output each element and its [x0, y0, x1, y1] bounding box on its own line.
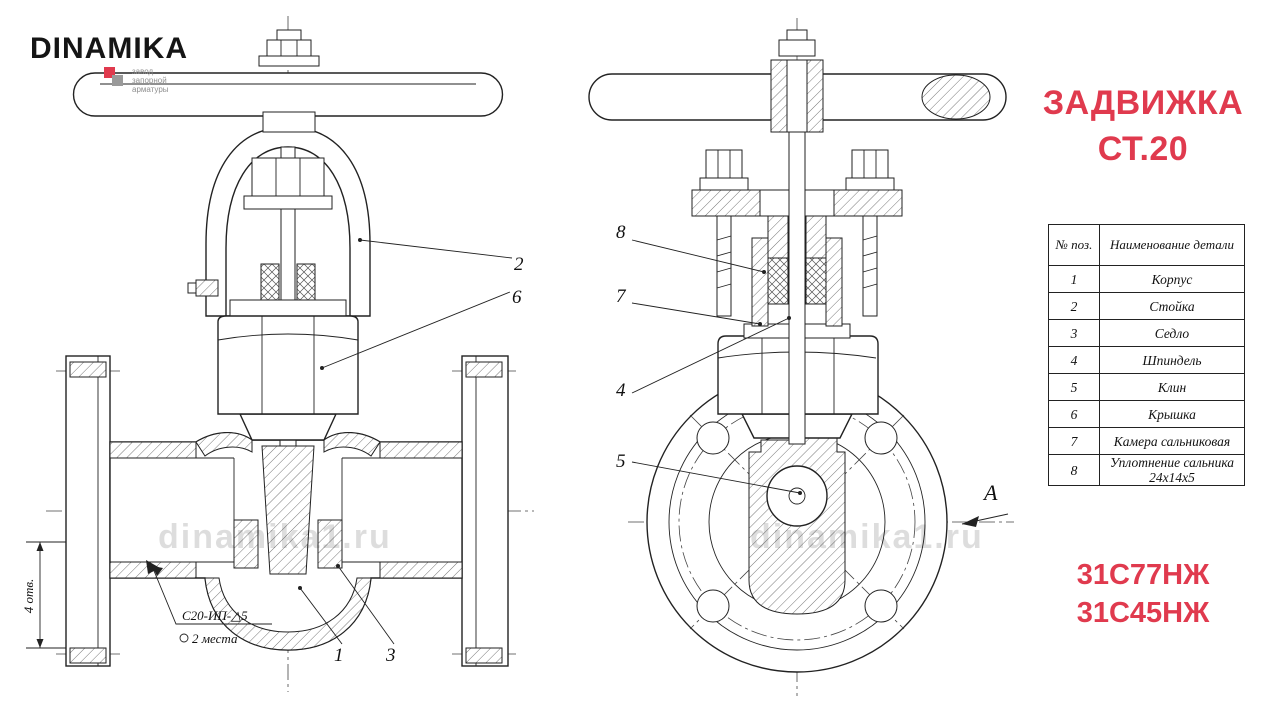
bolt-hole: [696, 589, 730, 623]
brand-name: DINAMIKA: [30, 32, 188, 65]
parts-table: № поз. Наименование детали 1 Корпус 2 Ст…: [1048, 224, 1245, 486]
logo-gray-square: [112, 75, 123, 86]
part-name-cell: Крышка: [1099, 400, 1245, 428]
watermark-left: dinamika1.ru: [158, 518, 392, 556]
part-pos-cell: 8: [1048, 454, 1100, 486]
yoke-stand: [187, 126, 371, 317]
part-name-cell: Уплотнение сальника 24х14х5: [1099, 454, 1245, 486]
part-name-cell: Шпиндель: [1099, 346, 1245, 374]
bonnet-neck: [238, 413, 338, 441]
callout-packing: 8: [616, 222, 626, 243]
gland-assembly: [691, 149, 903, 317]
part-pos-cell: 1: [1048, 265, 1100, 293]
wedge-front: [261, 445, 315, 575]
table-header-row: № поз. Наименование детали: [1048, 224, 1245, 266]
table-row: 8 Уплотнение сальника 24х14х5: [1048, 454, 1245, 486]
view-label: А: [982, 480, 998, 505]
view-arrow: А: [961, 480, 1009, 527]
model-number-2: 31С45НЖ: [1076, 597, 1210, 629]
right-flange: [461, 355, 509, 667]
callout-chamber: 7: [616, 286, 627, 307]
brand-logo: DINAMIKA завод запорной арматуры: [30, 32, 188, 94]
packing-seal: [805, 257, 827, 305]
model-numbers: 31С77НЖ 31С45НЖ: [1040, 556, 1246, 632]
callout-seat: 3: [385, 645, 396, 666]
seat-left: [233, 519, 259, 569]
callout-stand: 2: [514, 254, 524, 275]
part-pos-cell: 2: [1048, 292, 1100, 320]
product-title-block: ЗАДВИЖКА СТ.20: [1040, 80, 1246, 172]
model-number-1: 31С77НЖ: [1076, 559, 1210, 591]
handwheel-side: [588, 29, 1007, 133]
packing-seal: [767, 257, 789, 305]
part-name-cell: Стойка: [1099, 292, 1245, 320]
spindle-stem: [788, 131, 806, 445]
part-pos-cell: 3: [1048, 319, 1100, 347]
logo-red-square: [104, 67, 115, 78]
weld-places-label: 2 места: [192, 631, 238, 646]
table-row: 6 Крышка: [1048, 400, 1245, 428]
callout-wedge: 5: [616, 451, 626, 472]
product-title: ЗАДВИЖКА: [1042, 84, 1244, 122]
part-pos-cell: 5: [1048, 373, 1100, 401]
watermark-right: dinamika1.ru: [750, 518, 984, 556]
part-name-cell: Клин: [1099, 373, 1245, 401]
valve-side-view: А 8 7 4 5 dinamika1.ru: [588, 18, 1014, 696]
table-row: 2 Стойка: [1048, 292, 1245, 320]
callout-body: 1: [334, 645, 344, 666]
header-pos: № поз.: [1048, 224, 1100, 266]
logo-mark: [104, 67, 126, 89]
wedge-side: [748, 427, 846, 615]
part-pos-cell: 4: [1048, 346, 1100, 374]
callout-cover: 6: [512, 287, 522, 308]
table-row: 1 Корпус: [1048, 265, 1245, 293]
tagline-line: завод: [132, 67, 154, 76]
table-row: 3 Седло: [1048, 319, 1245, 347]
brand-tagline: завод запорной арматуры: [132, 67, 169, 94]
union-nut-cover: [217, 315, 359, 415]
tagline-line: запорной: [132, 76, 167, 85]
bolt-hole: [696, 421, 730, 455]
table-row: 7 Камера сальниковая: [1048, 427, 1245, 455]
part-pos-cell: 7: [1048, 427, 1100, 455]
holes-dimension: 4 отв.: [21, 541, 66, 649]
seat-right: [317, 519, 343, 569]
bolt-hole: [864, 589, 898, 623]
table-row: 4 Шпиндель: [1048, 346, 1245, 374]
tagline-line: арматуры: [132, 85, 169, 94]
holes-count-label: 4 отв.: [21, 579, 36, 614]
part-pos-cell: 6: [1048, 400, 1100, 428]
part-name-cell: Корпус: [1099, 265, 1245, 293]
bolt-hole: [864, 421, 898, 455]
stuffing-box: [743, 215, 851, 339]
product-grade: СТ.20: [1097, 130, 1189, 168]
header-name: Наименование детали: [1099, 224, 1245, 266]
handwheel-front: [72, 29, 504, 133]
part-name-cell: Камера сальниковая: [1099, 427, 1245, 455]
callout-spindle: 4: [616, 380, 626, 401]
part-name-cell: Седло: [1099, 319, 1245, 347]
table-row: 5 Клин: [1048, 373, 1245, 401]
valve-front-view: 2 6 1 3 С20-ИП-△5 2 места 4 отв. dinam: [21, 16, 534, 692]
weld-spec-label: С20-ИП-△5: [182, 608, 248, 623]
left-flange: [65, 355, 111, 667]
